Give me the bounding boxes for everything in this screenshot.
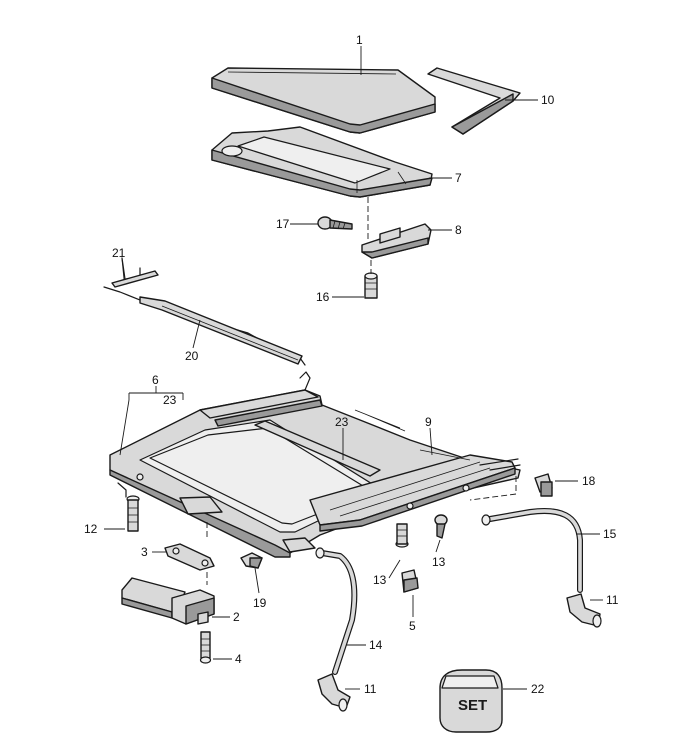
clip-18 (534, 473, 553, 497)
bolt-13-right (434, 514, 448, 539)
callout-12: 12 (84, 522, 98, 536)
set-box-label: SET (458, 697, 487, 714)
callout-15: 15 (603, 527, 617, 541)
sunroof-frame (109, 371, 521, 558)
callout-11-rear: 11 (606, 593, 619, 607)
seal-strip (427, 67, 521, 135)
callout-11-front: 11 (364, 682, 377, 696)
bolt-13-left (395, 523, 409, 548)
screw-17 (317, 216, 353, 230)
callout-2: 2 (233, 610, 240, 624)
callout-23-strip: 23 (335, 415, 349, 429)
guide-line (469, 476, 517, 501)
callout-13-right: 13 (432, 555, 446, 569)
wind-deflector (103, 286, 306, 366)
callout-5: 5 (409, 619, 416, 633)
callout-22: 22 (531, 682, 545, 696)
bolt-12 (126, 495, 140, 532)
callout-3: 3 (141, 545, 148, 559)
glass-panel (211, 67, 436, 134)
clip-nut-5 (401, 569, 419, 593)
callout-6: 6 (152, 373, 159, 387)
repair-set-box: SET (439, 669, 503, 733)
callout-18: 18 (582, 474, 596, 488)
drain-hose-rear (481, 508, 583, 593)
callout-9: 9 (425, 415, 432, 429)
callout-17: 17 (276, 217, 290, 231)
drive-motor (121, 577, 215, 625)
hose-elbow-front (317, 673, 351, 712)
callout-7: 7 (455, 171, 462, 185)
mounting-plate (164, 543, 215, 571)
callout-19: 19 (253, 596, 267, 610)
callout-14: 14 (369, 638, 383, 652)
callout-numbers: 1 10 7 8 17 16 21 20 6 23 23 9 18 15 11 … (84, 33, 619, 696)
callout-8: 8 (455, 223, 462, 237)
clip-19 (240, 552, 263, 569)
clip-21 (111, 257, 159, 288)
guide-bracket (361, 223, 432, 259)
callout-13-left: 13 (373, 573, 387, 587)
hose-elbow-rear (566, 593, 602, 628)
bolt-16 (364, 272, 378, 299)
inner-frame (211, 126, 433, 198)
callout-23-frame: 23 (163, 393, 177, 407)
drain-hose-front (315, 547, 358, 675)
leader-lines (104, 46, 603, 690)
callout-4: 4 (235, 652, 242, 666)
callout-1: 1 (356, 33, 363, 47)
callout-10: 10 (541, 93, 555, 107)
bolt-4 (199, 631, 212, 664)
callout-16: 16 (316, 290, 330, 304)
callout-21: 21 (112, 246, 126, 260)
callout-20: 20 (185, 349, 199, 363)
